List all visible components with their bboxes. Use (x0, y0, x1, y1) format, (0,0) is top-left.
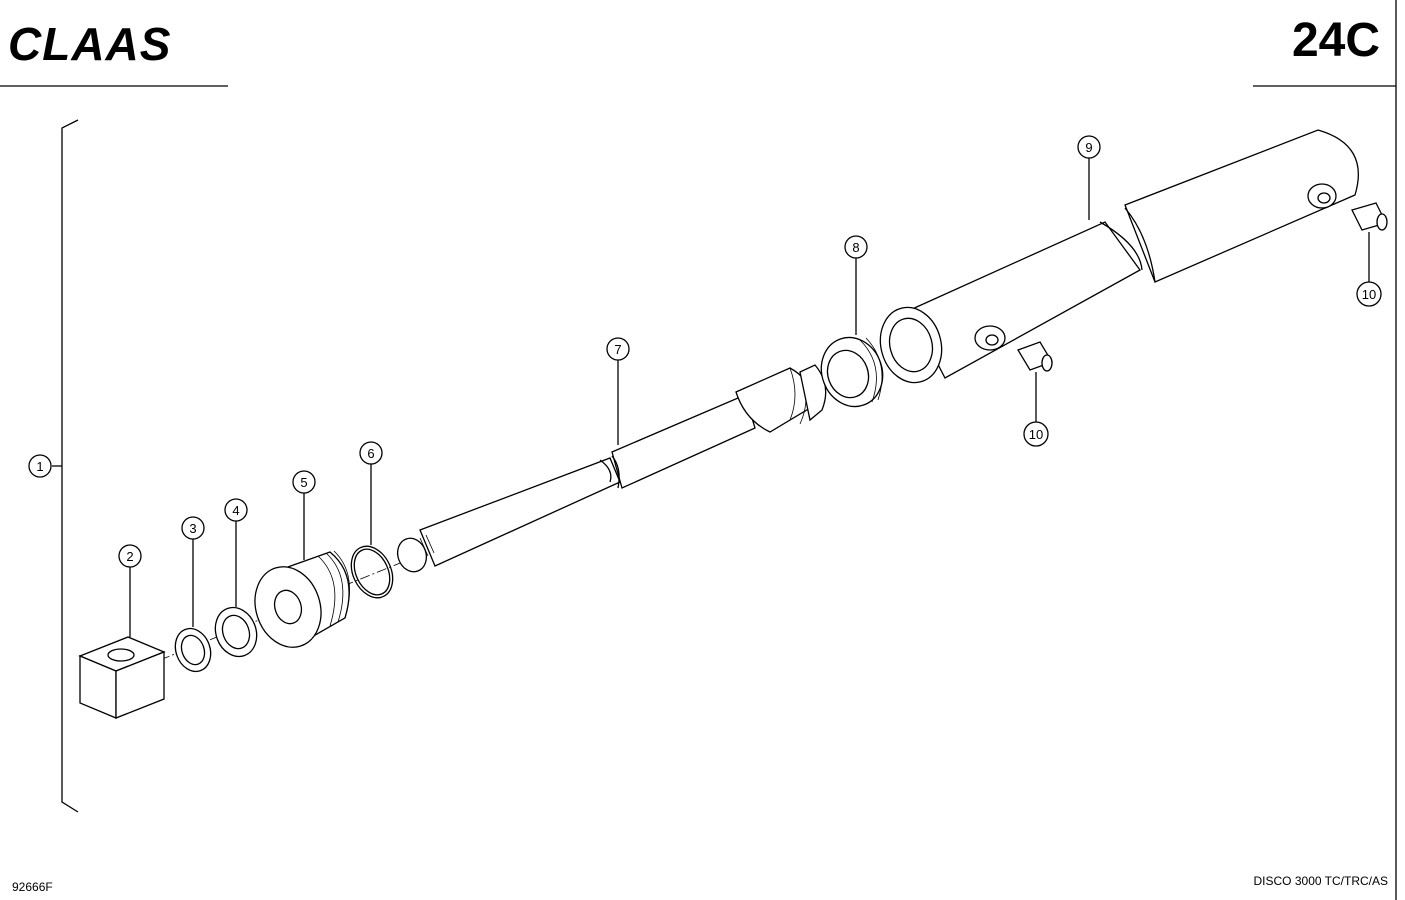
callout-6: 6 (359, 441, 383, 465)
callout-3-label: 3 (189, 521, 196, 536)
callout-8-label: 8 (852, 240, 859, 255)
part-6-oring (350, 545, 394, 599)
callout-3: 3 (181, 516, 205, 540)
part-8-nut (820, 336, 884, 408)
assembly-bracket (52, 119, 79, 813)
callout-10-lower: 10 (1023, 421, 1049, 447)
brand-logo: CLAAS (8, 18, 171, 70)
figure-number: 92666F (12, 880, 53, 894)
callout-9: 9 (1077, 135, 1101, 159)
part-10-nipple-lower (1017, 341, 1053, 372)
callout-7: 7 (606, 337, 630, 361)
callout-2-label: 2 (126, 549, 133, 564)
callout-4-label: 4 (232, 503, 239, 518)
callout-1-label: 1 (36, 459, 43, 474)
part-4-ring (214, 606, 258, 658)
callout-8: 8 (844, 235, 868, 259)
part-3-ring (174, 627, 212, 673)
callout-5-label: 5 (300, 475, 307, 490)
model-name: DISCO 3000 TC/TRC/AS (1254, 874, 1388, 888)
callout-4: 4 (224, 498, 248, 522)
callout-2: 2 (118, 544, 142, 568)
callout-10-lower-label: 10 (1029, 427, 1043, 442)
callout-10-upper: 10 (1356, 281, 1382, 307)
callout-9-label: 9 (1085, 140, 1092, 155)
callout-10-upper-label: 10 (1362, 287, 1376, 302)
callout-6-label: 6 (367, 446, 374, 461)
part-2-block (78, 636, 166, 719)
callout-7-label: 7 (614, 342, 621, 357)
callout-1: 1 (28, 454, 52, 478)
part-5-gland (254, 550, 350, 648)
callout-5: 5 (292, 470, 316, 494)
leader-lines (129, 158, 1370, 637)
page-code: 24C (1292, 14, 1380, 67)
part-10-nipple-upper (1351, 202, 1388, 231)
part-7-piston-rod (396, 364, 827, 573)
part-9-cylinder-tube (879, 129, 1359, 384)
